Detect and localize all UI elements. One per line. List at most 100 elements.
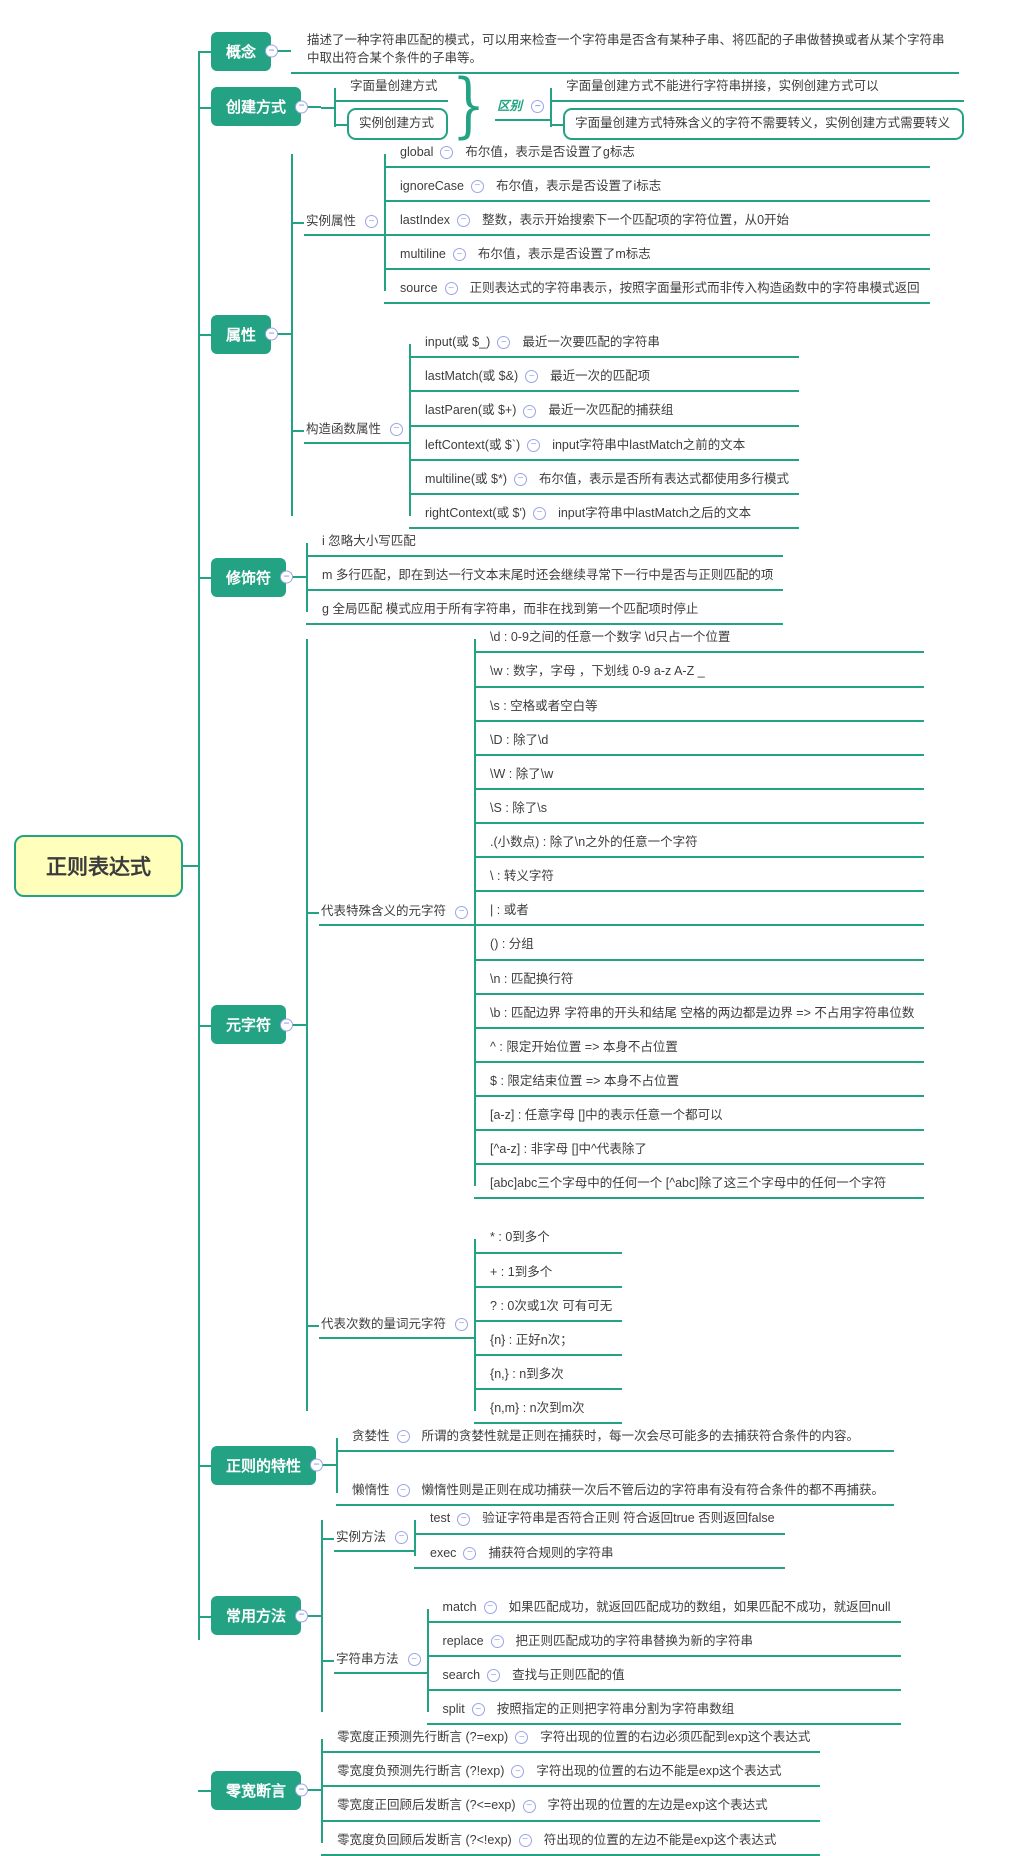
metachar-item[interactable]: \s : 空格或者空白等 xyxy=(487,694,925,722)
metachar-item[interactable]: \ : 转义字符 xyxy=(487,864,925,893)
metachar-item[interactable]: | : 或者 xyxy=(487,898,925,927)
collapse-icon[interactable]: − xyxy=(515,1731,529,1745)
collapse-icon[interactable]: − xyxy=(483,1600,497,1614)
collapse-icon[interactable]: − xyxy=(455,1317,469,1331)
collapse-icon[interactable]: − xyxy=(444,282,458,296)
collapse-icon[interactable]: − xyxy=(518,1833,532,1847)
collapse-icon[interactable]: − xyxy=(280,570,294,584)
topic-modifiers[interactable]: 修饰符− xyxy=(211,557,294,597)
group-instance-methods[interactable]: 实例方法− xyxy=(334,1524,415,1552)
trait-item[interactable]: 贪婪性−所谓的贪婪性就是正则在捕获时，每一次会尽可能多的去捕获符合条件的内容。 xyxy=(349,1424,895,1453)
metachar-item[interactable]: [abc]abc三个字母中的任何一个 [^abc]除了这三个字母中的任何一个字符 xyxy=(487,1171,925,1200)
difference-item[interactable]: 字面量创建方式特殊含义的字符不需要转义，实例创建方式需要转义 xyxy=(563,108,965,140)
collapse-icon[interactable]: − xyxy=(514,472,527,486)
quantifier-item[interactable]: {n,m} : n次到m次 xyxy=(487,1396,623,1425)
collapse-icon[interactable]: − xyxy=(463,1546,477,1560)
metachar-item[interactable]: \S : 除了\s xyxy=(487,796,925,824)
metachar-item[interactable]: \W : 除了\w xyxy=(487,762,925,790)
collapse-icon[interactable]: − xyxy=(407,1653,421,1667)
collapse-icon[interactable]: − xyxy=(457,213,471,227)
quantifier-item[interactable]: ? : 0次或1次 可有可无 xyxy=(487,1294,623,1322)
topic-properties[interactable]: 属性− xyxy=(211,314,279,354)
metachar-item[interactable]: \D : 除了\d xyxy=(487,728,925,756)
metachar-item[interactable]: () : 分组 xyxy=(487,932,925,961)
group-quantifier-metacharacters[interactable]: 代表次数的量词元字符− xyxy=(319,1311,475,1339)
group-string-methods[interactable]: 字符串方法− xyxy=(334,1646,427,1674)
collapse-icon[interactable]: − xyxy=(295,1783,309,1797)
collapse-icon[interactable]: − xyxy=(533,506,547,520)
collapse-icon[interactable]: − xyxy=(452,248,466,262)
collapse-icon[interactable]: − xyxy=(455,905,469,919)
property-item[interactable]: multiline−布尔值，表示是否设置了m标志 xyxy=(397,242,930,270)
root-topic[interactable]: 正则表达式 xyxy=(14,835,183,897)
topic-regex-traits[interactable]: 正则的特性− xyxy=(211,1445,324,1485)
topic-concept[interactable]: 概念− xyxy=(211,31,279,71)
collapse-icon[interactable]: − xyxy=(396,1484,410,1498)
ctor-property-item[interactable]: input(或 $_)−最近一次要匹配的字符串 xyxy=(422,330,800,359)
metachar-item[interactable]: \d : 0-9之间的任意一个数字 \d只占一个位置 xyxy=(487,625,925,654)
property-item[interactable]: ignoreCase−布尔值，表示是否设置了i标志 xyxy=(397,174,930,202)
ctor-property-item[interactable]: rightContext(或 $')−input字符串中lastMatch之后的… xyxy=(422,501,800,529)
collapse-icon[interactable]: − xyxy=(440,145,454,159)
quantifier-item[interactable]: * : 0到多个 xyxy=(487,1225,623,1254)
property-item[interactable]: global−布尔值，表示是否设置了g标志 xyxy=(397,140,930,168)
collapse-icon[interactable]: − xyxy=(457,1512,471,1526)
collapse-icon[interactable]: − xyxy=(471,1703,485,1717)
collapse-icon[interactable]: − xyxy=(527,438,541,452)
topic-common-methods[interactable]: 常用方法− xyxy=(211,1596,309,1636)
collapse-icon[interactable]: − xyxy=(470,179,484,193)
metachar-item[interactable]: \w : 数字，字母 ，下划线 0-9 a-z A-Z _ xyxy=(487,659,925,688)
metachar-item[interactable]: .(小数点) : 除了\n之外的任意一个字符 xyxy=(487,830,925,859)
collapse-icon[interactable]: − xyxy=(525,370,539,384)
property-item[interactable]: lastIndex−整数，表示开始搜索下一个匹配项的字符位置，从0开始 xyxy=(397,208,930,236)
quantifier-item[interactable]: {n,} : n到多次 xyxy=(487,1362,623,1390)
collapse-icon[interactable]: − xyxy=(523,404,537,418)
collapse-icon[interactable]: − xyxy=(487,1669,501,1683)
collapse-icon[interactable]: − xyxy=(310,1458,324,1472)
collapse-icon[interactable]: − xyxy=(295,100,309,114)
method-item[interactable]: exec−捕获符合规则的字符串 xyxy=(427,1541,785,1569)
ctor-property-item[interactable]: leftContext(或 $`)−input字符串中lastMatch之前的文… xyxy=(422,433,800,461)
collapse-icon[interactable]: − xyxy=(511,1765,525,1779)
metachar-item[interactable]: [^a-z] : 非字母 []中^代表除了 xyxy=(487,1137,925,1166)
concept-text[interactable]: 描述了一种字符串匹配的模式，可以用来检查一个字符串是否含有某种子串、将匹配的子串… xyxy=(304,28,960,75)
topic-metacharacters[interactable]: 元字符− xyxy=(211,1005,294,1045)
creation-item[interactable]: 字面量创建方式 xyxy=(347,74,449,103)
collapse-icon[interactable]: − xyxy=(522,1799,536,1813)
collapse-icon[interactable]: − xyxy=(295,1609,309,1623)
ctor-property-item[interactable]: lastParen(或 $+)−最近一次匹配的捕获组 xyxy=(422,398,800,427)
modifier-item[interactable]: g 全局匹配 模式应用于所有字符串，而非在找到第一个匹配项时停止 xyxy=(319,597,784,626)
property-item[interactable]: source−正则表达式的字符串表示，按照字面量形式而非传入构造函数中的字符串模… xyxy=(397,276,930,305)
modifier-item[interactable]: m 多行匹配，即在到达一行文本末尾时还会继续寻常下一行中是否与正则匹配的项 xyxy=(319,563,784,592)
trait-item[interactable]: 懒惰性−懒惰性则是正则在成功捕获一次后不管后边的字符串有没有符合条件的都不再捕获… xyxy=(349,1478,895,1507)
collapse-icon[interactable]: − xyxy=(531,100,545,114)
group-difference[interactable]: 区别− xyxy=(495,93,551,121)
collapse-icon[interactable]: − xyxy=(395,1530,409,1544)
method-item[interactable]: test−验证字符串是否符合正则 符合返回true 否则返回false xyxy=(427,1506,785,1535)
method-item[interactable]: split−按照指定的正则把字符串分割为字符串数组 xyxy=(439,1697,901,1726)
collapse-icon[interactable]: − xyxy=(265,327,279,341)
assertion-item[interactable]: 零宽度正回顾后发断言 (?<=exp)−字符出现的位置的左边是exp这个表达式 xyxy=(334,1793,821,1822)
collapse-icon[interactable]: − xyxy=(365,215,379,229)
collapse-icon[interactable]: − xyxy=(265,44,279,58)
difference-item[interactable]: 字面量创建方式不能进行字符串拼接，实例创建方式可以 xyxy=(563,74,965,103)
collapse-icon[interactable]: − xyxy=(497,336,511,350)
group-constructor-properties[interactable]: 构造函数属性− xyxy=(304,416,410,444)
ctor-property-item[interactable]: multiline(或 $*)−布尔值，表示是否所有表达式都使用多行模式 xyxy=(422,467,800,495)
metachar-item[interactable]: \b : 匹配边界 字符串的开头和结尾 空格的两边都是边界 => 不占用字符串位… xyxy=(487,1001,925,1029)
metachar-item[interactable]: ^ : 限定开始位置 => 本身不占位置 xyxy=(487,1035,925,1063)
method-item[interactable]: search−查找与正则匹配的值 xyxy=(439,1663,901,1691)
topic-creation-method[interactable]: 创建方式− xyxy=(211,87,309,127)
method-item[interactable]: match−如果匹配成功，就返回匹配成功的数组，如果匹配不成功，就返回null xyxy=(439,1595,901,1623)
group-instance-properties[interactable]: 实例属性− xyxy=(304,208,385,236)
collapse-icon[interactable]: − xyxy=(280,1018,294,1032)
creation-item[interactable]: 实例创建方式 xyxy=(347,108,449,140)
collapse-icon[interactable]: − xyxy=(396,1430,410,1444)
metachar-item[interactable]: \n : 匹配换行符 xyxy=(487,967,925,995)
quantifier-item[interactable]: + : 1到多个 xyxy=(487,1260,623,1288)
collapse-icon[interactable]: − xyxy=(490,1634,504,1648)
modifier-item[interactable]: i 忽略大小写匹配 xyxy=(319,529,784,557)
metachar-item[interactable]: [a-z] : 任意字母 []中的表示任意一个都可以 xyxy=(487,1103,925,1132)
collapse-icon[interactable]: − xyxy=(390,422,404,436)
group-special-metacharacters[interactable]: 代表特殊含义的元字符− xyxy=(319,898,475,927)
